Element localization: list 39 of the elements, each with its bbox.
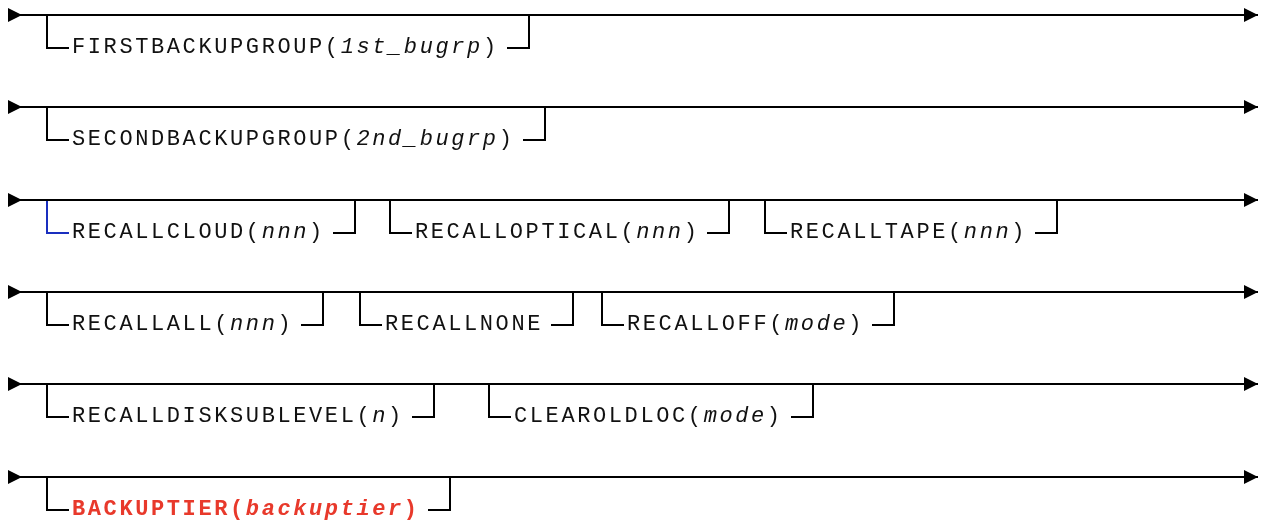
syntax-rail xyxy=(7,8,1259,22)
syntax-option: RECALLCLOUD(nnn) xyxy=(72,221,325,245)
syntax-rail xyxy=(7,470,1259,484)
syntax-option: SECONDBACKUPGROUP(2nd_bugrp) xyxy=(72,128,515,152)
branch-line xyxy=(389,200,413,234)
syntax-option: RECALLOPTICAL(nnn) xyxy=(415,221,700,245)
branch-line xyxy=(46,200,70,234)
branch-line xyxy=(764,200,788,234)
branch-line xyxy=(790,384,814,418)
branch-line xyxy=(601,292,625,326)
branch-line xyxy=(1034,200,1058,234)
branch-line xyxy=(46,107,70,141)
syntax-option: BACKUPTIER(backuptier) xyxy=(72,498,420,521)
branch-line xyxy=(46,292,70,326)
syntax-option: RECALLOFF(mode) xyxy=(627,313,865,337)
branch-line xyxy=(46,384,70,418)
branch-line xyxy=(332,200,356,234)
branch-line xyxy=(46,477,70,511)
branch-line xyxy=(550,292,574,326)
syntax-rail xyxy=(7,377,1259,391)
syntax-option: RECALLNONE xyxy=(385,313,544,337)
branch-line xyxy=(411,384,435,418)
syntax-option: RECALLALL(nnn) xyxy=(72,313,294,337)
branch-line xyxy=(871,292,895,326)
syntax-option: FIRSTBACKUPGROUP(1st_bugrp) xyxy=(72,36,499,60)
syntax-rail xyxy=(7,100,1259,114)
syntax-option: RECALLDISKSUBLEVEL(n) xyxy=(72,405,404,429)
syntax-rail xyxy=(7,193,1259,207)
branch-line xyxy=(522,107,546,141)
branch-line xyxy=(300,292,324,326)
syntax-option: RECALLTAPE(nnn) xyxy=(790,221,1028,245)
branch-line xyxy=(706,200,730,234)
branch-line xyxy=(488,384,512,418)
branch-line xyxy=(427,477,451,511)
syntax-option: CLEAROLDLOC(mode) xyxy=(514,405,783,429)
branch-line xyxy=(359,292,383,326)
syntax-rail xyxy=(7,285,1259,299)
branch-line xyxy=(506,15,530,49)
branch-line xyxy=(46,15,70,49)
